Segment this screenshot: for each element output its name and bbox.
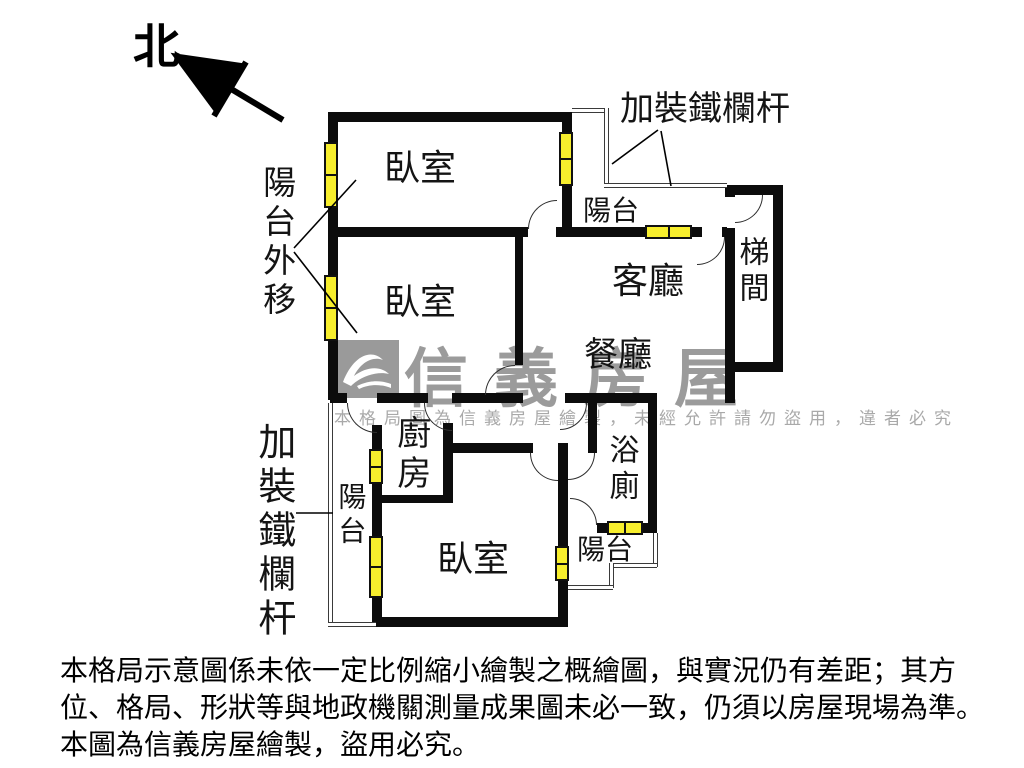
wall-segment <box>641 523 657 533</box>
wall-segment <box>558 443 568 627</box>
railing-double-line <box>568 585 613 590</box>
window <box>324 142 338 208</box>
sinyi-logo <box>337 340 399 398</box>
label-balcony-right: 陽台 <box>577 533 634 566</box>
wall-segment <box>725 228 735 403</box>
window <box>559 132 573 186</box>
wall-segment <box>773 185 783 372</box>
compass-arrow-cross <box>211 60 249 118</box>
railing-double-line <box>328 622 376 627</box>
wall-segment <box>372 425 382 627</box>
window-divider <box>624 523 626 533</box>
door-arc <box>570 498 597 525</box>
note-iron-railing-left: 加裝鐵欄杆 <box>251 422 296 642</box>
wall-segment <box>648 393 657 533</box>
railing-double-line <box>609 563 657 568</box>
window <box>369 536 383 598</box>
wall-segment <box>328 112 572 122</box>
wall-segment <box>372 617 568 627</box>
wall-segment <box>443 443 533 453</box>
railing-double-line <box>604 183 727 188</box>
wall-segment <box>565 393 657 403</box>
annotation-leader-line <box>611 129 659 165</box>
compass-north-label: 北 <box>133 20 180 75</box>
railing-double-line <box>572 108 608 113</box>
wall-segment <box>590 443 597 453</box>
window <box>607 521 643 535</box>
door-arc <box>530 453 558 481</box>
disclaimer-line-1: 本格局示意圖係未依一定比例縮小繪製之概繪圖，與實況仍有差距；其方 <box>60 654 957 687</box>
label-dining-room: 餐廳 <box>584 335 652 375</box>
wall-segment <box>725 185 783 195</box>
wall-segment <box>515 237 523 365</box>
railing-double-line <box>328 403 333 625</box>
wall-segment <box>330 393 347 403</box>
window-divider <box>561 158 571 160</box>
wall-segment <box>333 227 528 237</box>
wall-segment <box>377 393 428 403</box>
compass-arrow <box>170 52 285 123</box>
railing-double-line <box>653 533 658 567</box>
label-balcony-top: 陽台 <box>583 194 640 227</box>
window-divider <box>326 174 336 176</box>
window <box>645 225 692 239</box>
annotation-leader-line <box>660 130 672 187</box>
label-kitchen: 廚房 <box>390 415 431 495</box>
label-living-room: 客廳 <box>612 261 685 302</box>
wall-segment <box>722 227 727 237</box>
window <box>324 275 338 341</box>
window <box>555 546 569 581</box>
window-divider <box>371 566 381 568</box>
wall-segment <box>597 523 610 533</box>
door-arc <box>528 200 557 229</box>
label-balcony-left: 陽台 <box>334 482 368 550</box>
wall-segment <box>452 393 523 403</box>
door-arc <box>735 195 763 223</box>
railing-double-line <box>609 563 614 588</box>
wall-segment <box>725 185 735 197</box>
wall-segment <box>735 362 783 372</box>
disclaimer-line-3: 本圖為信義房屋繪製，盜用必究。 <box>60 728 481 761</box>
wall-segment <box>572 227 645 237</box>
label-bedroom-1: 臥室 <box>384 148 457 189</box>
watermark-notice: 本格局圖為信義房屋繪製，未經允許請勿盜用，違者必究 <box>334 409 959 429</box>
label-bedroom-3: 臥室 <box>437 539 510 580</box>
label-bedroom-2: 臥室 <box>384 282 457 323</box>
window-divider <box>326 307 336 309</box>
window-divider <box>557 562 567 565</box>
door-arc <box>568 453 595 480</box>
wall-segment <box>443 423 453 503</box>
wall-segment <box>692 227 702 237</box>
door-arc <box>697 237 725 265</box>
wall-segment <box>380 495 446 503</box>
wall-segment <box>588 393 597 453</box>
window <box>369 449 383 484</box>
note-iron-railing-top: 加裝鐵欄杆 <box>620 89 790 129</box>
note-balcony-extended: 陽台外移 <box>257 165 297 321</box>
window-divider <box>667 227 670 237</box>
window-divider <box>371 465 381 468</box>
label-bathroom: 浴廁 <box>603 434 639 506</box>
disclaimer-text: 本格局示意圖係未依一定比例縮小繪製之概繪圖，與實況仍有差距；其方 位、格局、形狀… <box>60 652 990 763</box>
label-stairwell: 梯間 <box>733 236 769 308</box>
disclaimer-line-2: 位、格局、形狀等與地政機關測量成果圖未必一致，仍須以房屋現場為準。 <box>60 691 985 724</box>
railing-double-line <box>604 108 609 187</box>
